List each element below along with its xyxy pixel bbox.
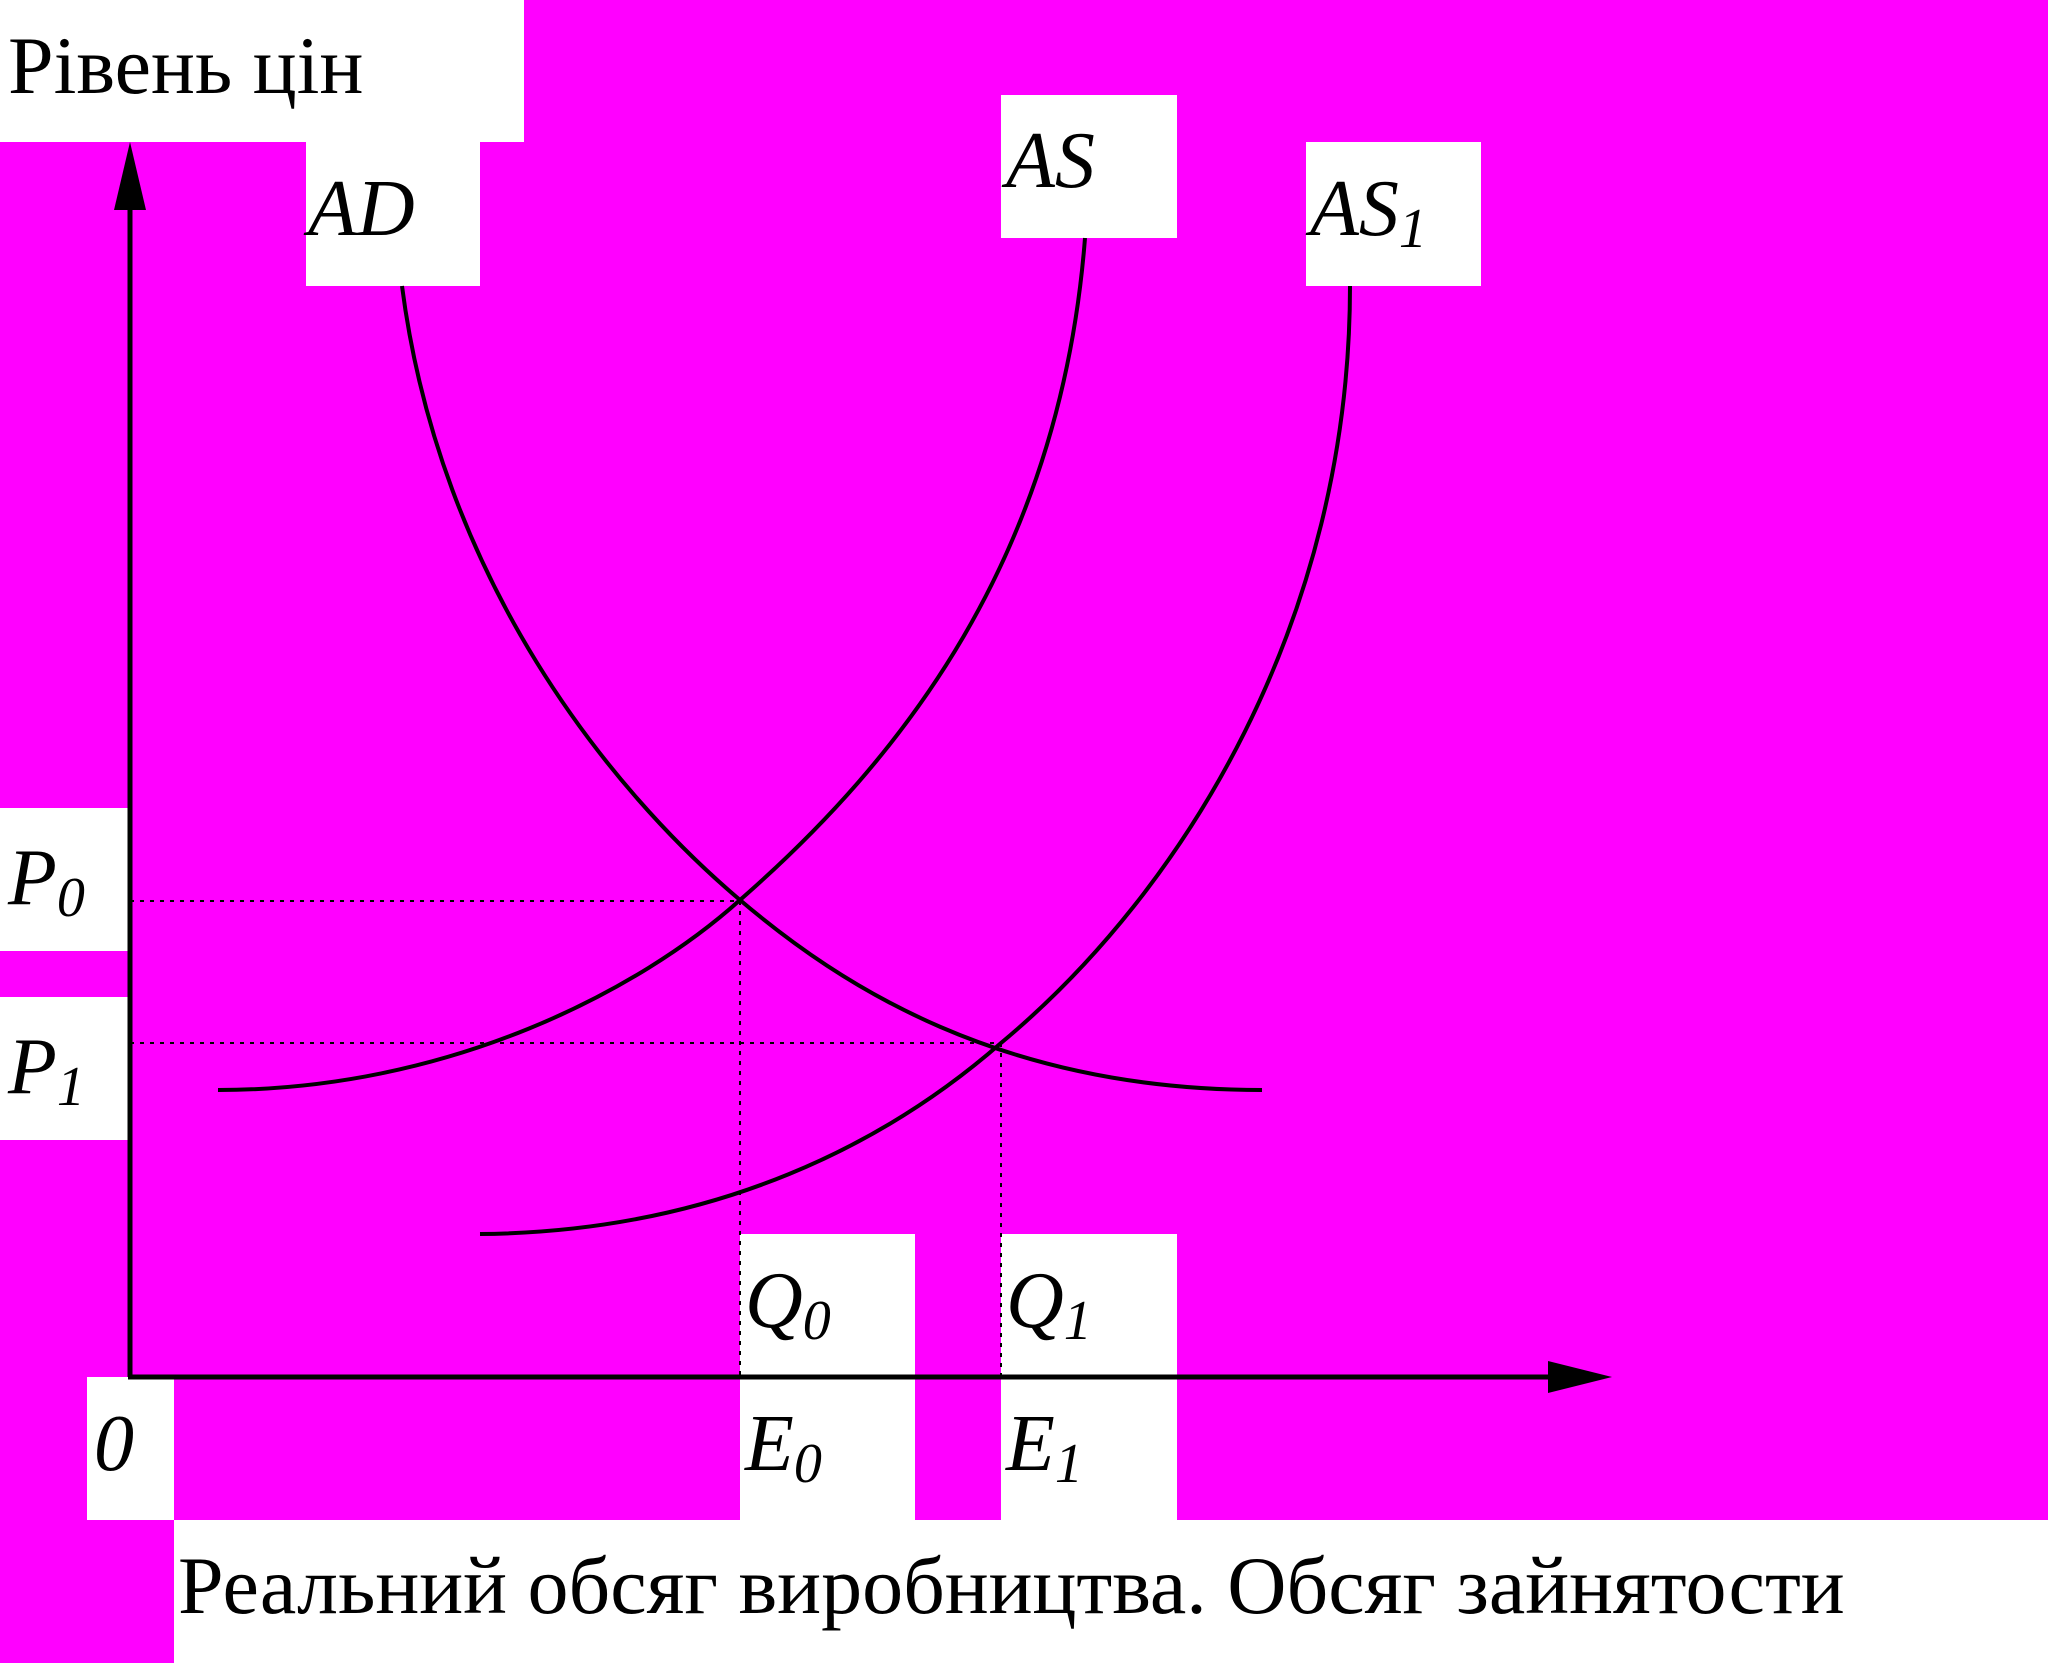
y-axis-label: Рівень цін xyxy=(8,20,363,111)
q1-label-box xyxy=(1001,1234,1177,1377)
e1-label-box xyxy=(1001,1377,1177,1520)
y-axis-arrowhead xyxy=(114,142,146,210)
as1-curve xyxy=(479,285,1352,1236)
x-axis-label: Реальний обсяг виробництва. Обсяг зайнят… xyxy=(178,1540,1845,1631)
as-curve-label: AS xyxy=(1001,117,1095,205)
q0-label: Q0 xyxy=(745,1257,831,1352)
p0-label-box xyxy=(0,808,128,951)
p0-label: P0 xyxy=(7,834,85,929)
as1-curve-label: AS1 xyxy=(1305,165,1427,260)
origin-label: 0 xyxy=(94,1400,134,1488)
as-label-box xyxy=(1001,95,1177,238)
e0-label: E0 xyxy=(744,1400,822,1495)
p1-label: P1 xyxy=(7,1023,85,1118)
q0-label-box xyxy=(740,1234,915,1377)
e1-label: E1 xyxy=(1005,1400,1083,1495)
e0-label-box xyxy=(740,1377,915,1520)
ad-curve xyxy=(400,285,1263,1092)
q1-label: Q1 xyxy=(1006,1257,1092,1352)
p1-label-box xyxy=(0,997,128,1140)
x-axis-label-box xyxy=(174,1520,2048,1663)
ad-curve-label: AD xyxy=(303,165,415,253)
as-curve xyxy=(217,237,1087,1092)
origin-label-box xyxy=(87,1377,174,1520)
x-axis-arrowhead xyxy=(1548,1361,1612,1393)
as1-label-box xyxy=(1306,142,1481,286)
y-axis-label-box xyxy=(0,0,524,142)
ad-label-box xyxy=(306,142,480,286)
